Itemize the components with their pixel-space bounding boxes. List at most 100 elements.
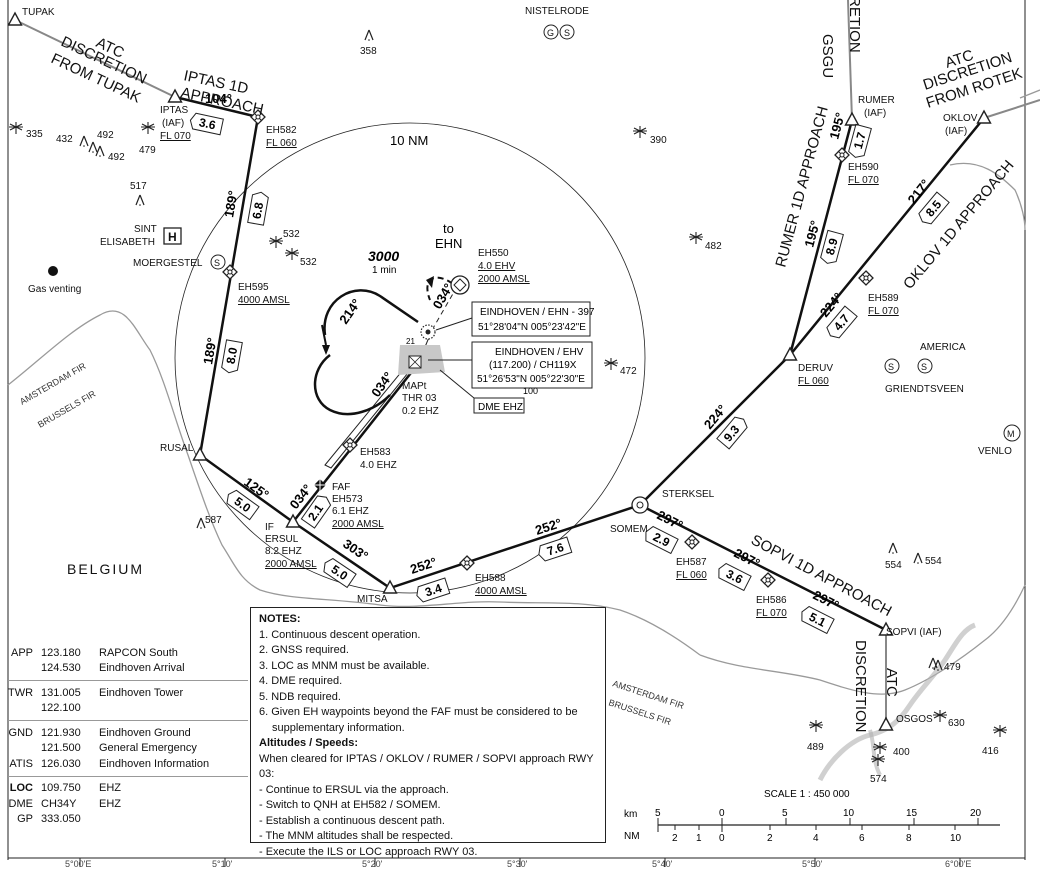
coord-label: 5°40': [652, 859, 673, 867]
eh590-fl-label: FL 070: [848, 175, 879, 186]
freq-value: 121.500: [41, 742, 81, 755]
nm-tick: 1: [696, 833, 702, 844]
km-tick: 0: [719, 808, 725, 819]
iptas-fl-label: FL 070: [160, 131, 191, 142]
route-name: ATC: [883, 668, 900, 697]
ehn-line1: EINDHOVEN / EHN - 397: [480, 307, 595, 318]
waypoint-tupak: [7, 12, 23, 26]
mapt-label: MAPt: [402, 381, 427, 392]
sterksel-label: STERKSEL: [662, 489, 715, 500]
freq-value: CH34Y: [41, 797, 77, 810]
nm-tick: 4: [813, 833, 819, 844]
obstacle-elevation: 416: [982, 746, 999, 757]
elisabeth-label: ELISABETH: [100, 237, 155, 248]
freq-label: LOC: [9, 782, 33, 795]
mapt-thr-label: THR 03: [402, 393, 437, 404]
scale-nm: NM: [624, 831, 640, 842]
freq-label: APP: [10, 646, 33, 659]
rumer-iaf-label: (IAF): [864, 108, 886, 119]
obstacle-elevation: 630: [948, 718, 965, 729]
ersul-dist-label: 8.2 EHZ: [265, 546, 302, 557]
altitude-item: - Switch to QNH at EH582 / SOMEM.: [259, 799, 441, 811]
waypoint-eh587: [684, 534, 700, 550]
track-label: 189°: [221, 189, 240, 218]
obstacle-elevation: 517: [130, 181, 147, 192]
freq-name: Eindhoven Information: [99, 757, 210, 770]
obstacle-elevation: 532: [283, 229, 300, 240]
svg-text:M: M: [1007, 429, 1015, 439]
holding-time: 1 min: [372, 265, 396, 276]
freq-label: GND: [8, 726, 33, 739]
distance-label: 6.8: [250, 201, 267, 220]
obstacle-elevation: 489: [807, 742, 824, 753]
ersul-label: ERSUL: [265, 534, 299, 545]
moergestel-label: MOERGESTEL: [133, 258, 203, 269]
river: [817, 622, 977, 782]
distance-label: 3.6: [198, 115, 218, 132]
distance-label: 2.9: [651, 530, 673, 550]
obstacle-elevation: 335: [26, 129, 43, 140]
freq-row-loc: LOC 109.750 EHZ: [8, 781, 248, 797]
obstacle-elevation: 479: [944, 662, 961, 673]
obstacle-elevation: 492: [97, 130, 114, 141]
obstacle-elevation: 390: [650, 135, 667, 146]
nm-tick: 6: [859, 833, 865, 844]
america-label: AMERICA: [920, 342, 966, 353]
eh550-alt-label: 2000 AMSL: [478, 274, 530, 285]
altitude-item: - Continue to ERSUL via the approach.: [259, 783, 449, 796]
route-name: DISCRETION: [852, 640, 869, 733]
mapt-dist-label: 0.2 EHZ: [402, 406, 439, 417]
griendtsveen-label: GRIENDTSVEEN: [885, 384, 964, 395]
scale-title: SCALE 1 : 450 000: [764, 789, 850, 800]
ten-nm-ring: [174, 122, 646, 594]
obstacles: 335 432 492 492 479 517 358 532 532 390 …: [8, 29, 1008, 785]
obstacle-elevation: 432: [56, 134, 73, 145]
freq-name: RAPCON South: [99, 646, 178, 659]
eh595-alt-label: 4000 AMSL: [238, 295, 290, 306]
eh550-navaid: [450, 275, 470, 295]
note-item: 2. GNSS required.: [259, 644, 349, 656]
freq-row-dme: DME CH34Y EHZ: [8, 796, 248, 812]
track-label: 104°: [205, 91, 232, 106]
eh583-dist-label: 4.0 EHZ: [360, 460, 397, 471]
deruv-label: DERUV: [798, 363, 833, 374]
nm-tick: 8: [906, 833, 912, 844]
ring-label: 10 NM: [390, 133, 428, 148]
faf-symbol: [314, 479, 326, 491]
km-tick: 5: [655, 808, 661, 819]
obstacle-elevation: 472: [620, 366, 637, 377]
obstacle-elevation: 400: [893, 747, 910, 758]
nm-tick: 0: [719, 833, 725, 844]
ehv-line3: 51°26'53"N 005°22'30"E: [477, 374, 585, 385]
oklov-iaf-label: (IAF): [945, 126, 967, 137]
notes-title: NOTES:: [259, 613, 301, 625]
altitude-item: - Establish a continuous descent path.: [259, 814, 445, 827]
track-label: 195°: [801, 219, 822, 249]
navaid-boxes: EINDHOVEN / EHN - 397 51°28'04"N 005°23'…: [428, 301, 595, 414]
venlo-label: VENLO: [978, 446, 1012, 457]
notes-box: NOTES: 1. Continuous descent operation. …: [250, 607, 606, 858]
iptas-label: IPTAS: [160, 105, 188, 116]
eh587-label: EH587: [676, 557, 707, 568]
coord-label: 5°10': [212, 859, 233, 867]
freq-row-app: APP 123.180 RAPCON South: [8, 645, 248, 661]
ehv-line2: (117.200) / CH119X: [489, 360, 577, 371]
freq-divider: [8, 720, 248, 721]
oklov-label: OKLOV: [943, 113, 978, 124]
note-item: 3. LOC as MNM must be available.: [259, 659, 430, 672]
km-tick: 20: [970, 808, 982, 819]
freq-value: 122.100: [41, 702, 81, 715]
freq-divider: [8, 775, 248, 777]
coordinate-ticks: 5°00'E 5°10' 5°20' 5°30' 5°40' 5°50' 6°0…: [65, 858, 971, 869]
distance-label: 5.1: [807, 610, 829, 630]
svg-text:G: G: [547, 28, 554, 38]
freq-value: 131.005: [41, 686, 81, 699]
border-lines: [7, 89, 1040, 695]
altitude-item: When cleared for IPTAS / OKLOV / RUMER /…: [259, 752, 594, 781]
somem-vor: [631, 496, 649, 514]
eh595-label: EH595: [238, 282, 269, 293]
distance-label: 3.6: [724, 567, 746, 587]
somem-label: SOMEM: [610, 524, 648, 535]
iptas-iaf-label: (IAF): [162, 118, 184, 129]
track-label: 214°: [336, 296, 364, 327]
